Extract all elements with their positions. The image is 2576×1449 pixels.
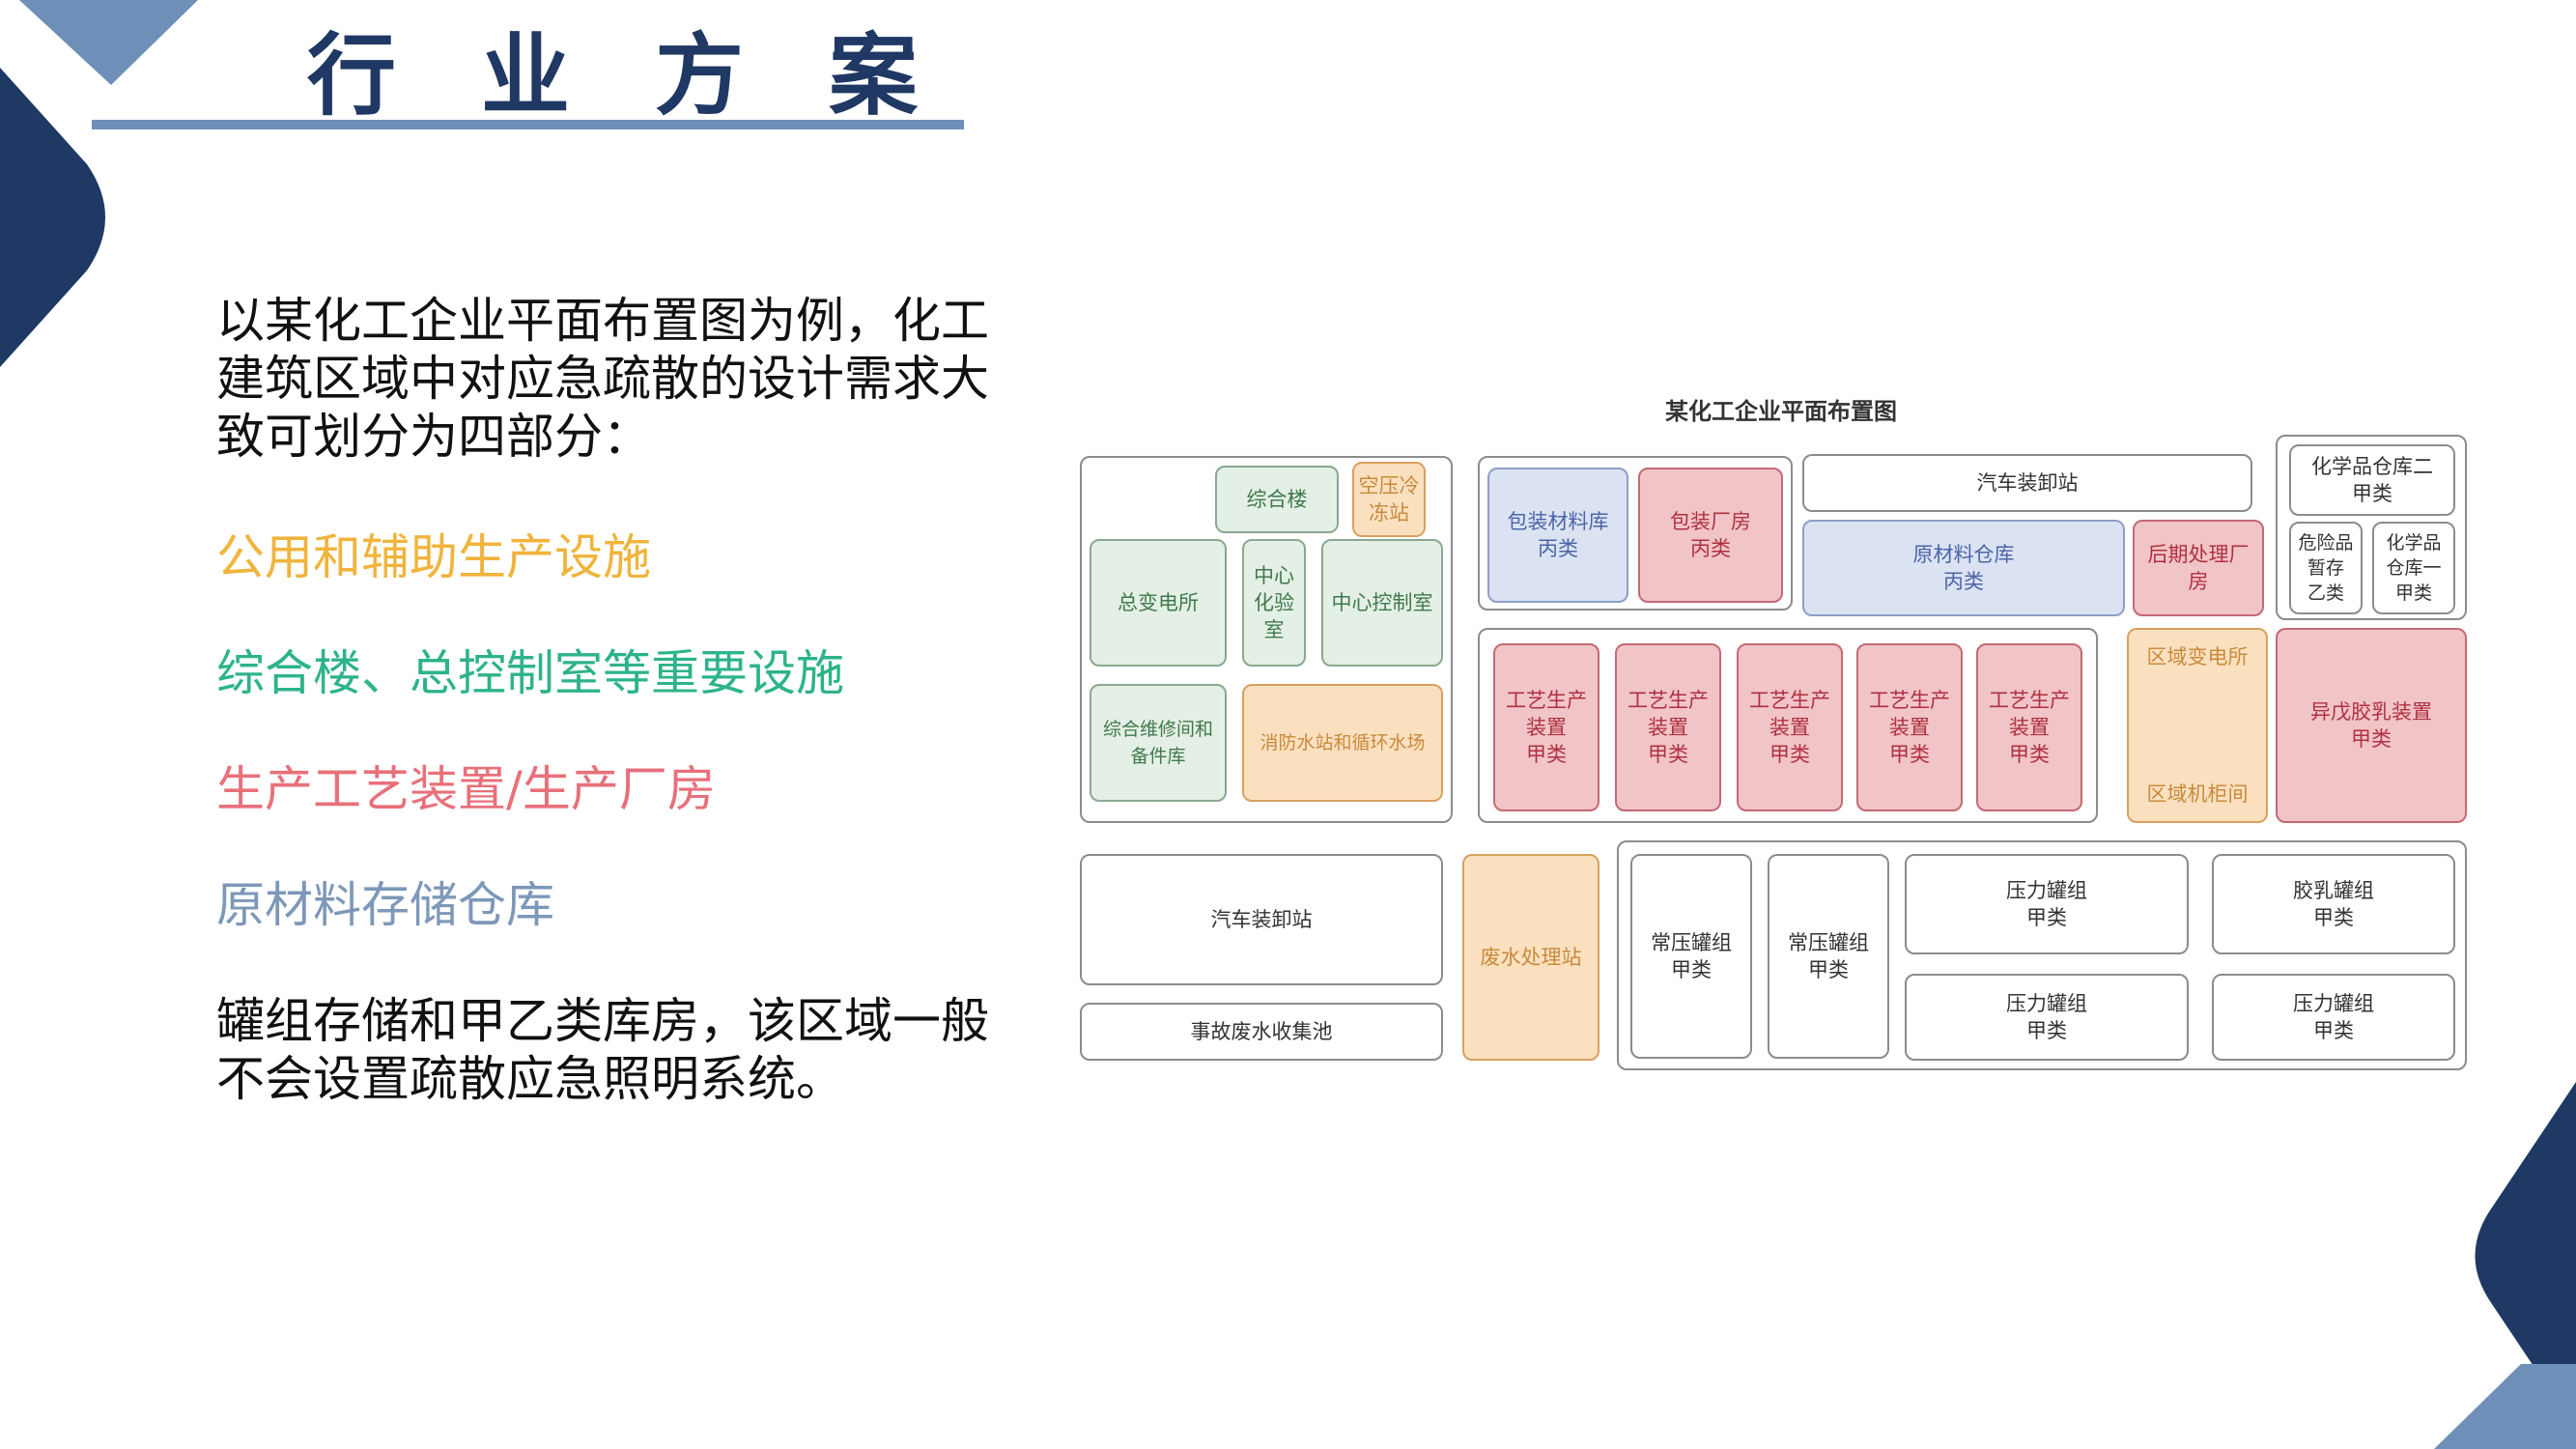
block-maintenance-warehouse: 综合维修间和 备件库: [1090, 684, 1227, 802]
block-pressure-tank-group: 压力罐组 甲类: [1905, 854, 2189, 954]
block-packaging-plant: 包装厂房 丙类: [1638, 468, 1783, 603]
block-process-unit: 工艺生产 装置 甲类: [1737, 643, 1843, 811]
block-process-unit: 工艺生产 装置 甲类: [1615, 643, 1721, 811]
title-char: 案: [829, 24, 919, 128]
block-raw-material-warehouse: 原材料仓库 丙类: [1802, 520, 2125, 616]
corner-decoration-top-left: [0, 0, 198, 367]
intro-paragraph: 以某化工企业平面布置图为例，化工建筑区域中对应急疏散的设计需求大致可划分为四部分…: [216, 293, 989, 465]
block-fire-water-station: 消防水站和循环水场: [1242, 684, 1443, 802]
block-hazardous-temp-store: 危险品 暂存 乙类: [2289, 522, 2363, 614]
title-char: 业: [481, 24, 571, 128]
block-truck-station-top: 汽车装卸站: [1802, 454, 2252, 512]
block-regional-substation: 区域变电所 区域机柜间: [2127, 628, 2268, 823]
category-production: 生产工艺装置/生产厂房: [216, 761, 716, 817]
title-underline: [92, 120, 964, 129]
label-regional-substation: 区域变电所: [2146, 645, 2249, 668]
block-process-unit: 工艺生产 装置 甲类: [1856, 643, 1963, 811]
block-chemical-warehouse-2: 化学品仓库二 甲类: [2289, 444, 2455, 516]
block-central-lab: 中心 化验 室: [1242, 539, 1306, 667]
block-latex-tank-group: 胶乳罐组 甲类: [2212, 854, 2455, 954]
block-process-unit: 工艺生产 装置 甲类: [1976, 643, 2082, 811]
page-title: 行业方案: [307, 4, 1003, 132]
title-char: 行: [307, 24, 397, 128]
category-important-facilities: 综合楼、总控制室等重要设施: [216, 645, 844, 701]
block-pressure-tank-group: 压力罐组 甲类: [1905, 974, 2189, 1061]
corner-decoration-bottom-right: [2434, 1082, 2576, 1449]
block-packaging-material-store: 包装材料库 丙类: [1487, 468, 1628, 603]
category-storage: 原材料存储仓库: [216, 877, 554, 933]
block-process-unit: 工艺生产 装置 甲类: [1493, 643, 1599, 811]
outro-paragraph: 罐组存储和甲乙类库房，该区域一般不会设置疏散应急照明系统。: [216, 993, 989, 1107]
block-main-substation: 总变电所: [1090, 539, 1227, 667]
block-chemical-warehouse-1: 化学品 仓库一 甲类: [2372, 522, 2455, 614]
diagram-title: 某化工企业平面布置图: [1665, 398, 1897, 425]
label-regional-cabinet-room: 区域机柜间: [2146, 782, 2249, 806]
block-pressure-tank-group: 压力罐组 甲类: [2212, 974, 2455, 1061]
block-post-processing-plant: 后期处理厂 房: [2133, 520, 2264, 616]
block-isoprene-latex-unit: 异戊胶乳装置 甲类: [2276, 628, 2467, 823]
block-wastewater-treatment: 废水处理站: [1462, 854, 1599, 1061]
block-accident-wastewater-pool: 事故废水收集池: [1080, 1003, 1443, 1061]
block-air-compressor-station: 空压冷 冻站: [1352, 462, 1426, 537]
block-atmospheric-tank-group: 常压罐组 甲类: [1768, 854, 1889, 1059]
block-central-control-room: 中心控制室: [1321, 539, 1443, 667]
block-truck-station-bottom: 汽车装卸站: [1080, 854, 1443, 985]
title-char: 方: [655, 24, 745, 128]
block-atmospheric-tank-group: 常压罐组 甲类: [1630, 854, 1752, 1059]
block-office-building: 综合楼: [1215, 466, 1339, 533]
category-utility: 公用和辅助生产设施: [216, 529, 651, 585]
